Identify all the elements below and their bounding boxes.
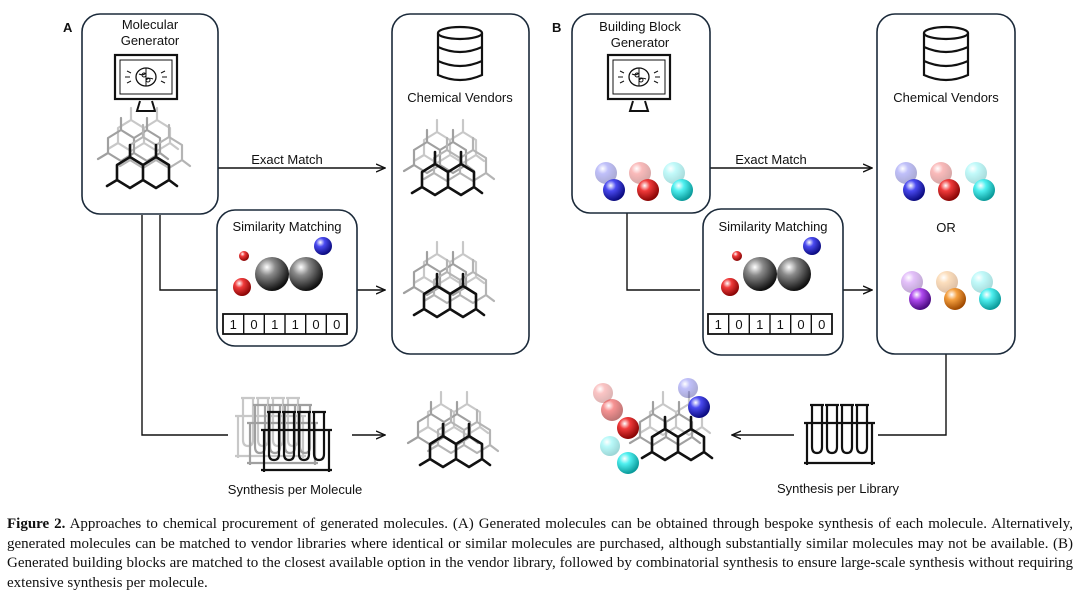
- fingerprint-bit: 0: [797, 317, 804, 332]
- synthesized-molecule-icon: [406, 390, 500, 469]
- red-sphere-icon: [233, 278, 251, 296]
- chemical-vendors-box: Chemical Vendors: [391, 13, 530, 355]
- molecular-generator-box: Molecular Generator: [81, 13, 219, 215]
- panel-b-letter: B: [552, 20, 561, 35]
- or-label: OR: [936, 220, 956, 235]
- caption-label: Figure 2.: [7, 516, 66, 532]
- synthesis-per-library-label: Synthesis per Library: [777, 481, 900, 496]
- fingerprint-bit: 1: [715, 317, 722, 332]
- exact-match-label: Exact Match: [251, 152, 323, 167]
- red-sphere-icon: [721, 278, 739, 296]
- gray-sphere-icon: [743, 257, 777, 291]
- panel-a-letter: A: [63, 20, 73, 35]
- similarity-title: Similarity Matching: [232, 219, 341, 234]
- fingerprint-bit: 0: [250, 317, 257, 332]
- generator-title-line1: Molecular: [122, 17, 179, 32]
- chemical-vendors-box: Chemical Vendors OR: [876, 13, 1016, 355]
- vendor-exact-spheres-icon: [895, 162, 995, 201]
- fingerprint-bit: 0: [735, 317, 742, 332]
- gray-sphere-icon: [777, 257, 811, 291]
- red-sphere-icon: [732, 251, 742, 261]
- test-tube-rack-icon: [802, 403, 877, 467]
- red-sphere-icon: [239, 251, 249, 261]
- fingerprint-bit-vector: 1 0 1 1 0 0: [222, 313, 348, 335]
- exact-match-label: Exact Match: [735, 152, 807, 167]
- building-block-generator-box: Building Block Generator: [571, 13, 711, 214]
- similarity-matching-box: Similarity Matching 1 0 1 1 0 0: [702, 208, 844, 356]
- figure-caption: Figure 2. Approaches to chemical procure…: [7, 515, 1073, 593]
- fingerprint-bit: 1: [271, 317, 278, 332]
- combinatorial-product-icon: [593, 378, 714, 474]
- fingerprint-bit: 1: [230, 317, 237, 332]
- building-block-spheres-icon: [595, 162, 693, 201]
- test-tube-rack-icon: [233, 396, 334, 474]
- connector-line: [159, 215, 230, 291]
- gray-sphere-icon: [255, 257, 289, 291]
- vendors-title: Chemical Vendors: [893, 90, 999, 105]
- caption-text: Approaches to chemical procurement of ge…: [7, 516, 1074, 591]
- vendors-title: Chemical Vendors: [407, 90, 513, 105]
- generator-title-line2: Generator: [121, 33, 180, 48]
- connector-line: [626, 213, 700, 291]
- fingerprint-bit: 0: [312, 317, 319, 332]
- gray-sphere-icon: [289, 257, 323, 291]
- fingerprint-bit: 1: [756, 317, 763, 332]
- fingerprint-bit-vector: 1 0 1 1 0 0: [707, 313, 833, 335]
- connector-line: [878, 354, 947, 436]
- figure-diagram: A Molecular Generator Similarity Matchin…: [63, 13, 1016, 497]
- similarity-title: Similarity Matching: [718, 219, 827, 234]
- generator-title-line1: Building Block: [599, 19, 681, 34]
- vendor-similar-spheres-icon: [901, 271, 1001, 310]
- blue-sphere-icon: [314, 237, 332, 255]
- fingerprint-bit: 0: [333, 317, 340, 332]
- fingerprint-bit: 1: [292, 317, 299, 332]
- synthesis-per-molecule-label: Synthesis per Molecule: [228, 482, 362, 497]
- fingerprint-bit: 1: [777, 317, 784, 332]
- blue-sphere-icon: [803, 237, 821, 255]
- similarity-matching-box: Similarity Matching 1 0 1 1 0 0: [216, 209, 358, 347]
- fingerprint-bit: 0: [818, 317, 825, 332]
- connector-line: [141, 215, 228, 436]
- generator-title-line2: Generator: [611, 35, 670, 50]
